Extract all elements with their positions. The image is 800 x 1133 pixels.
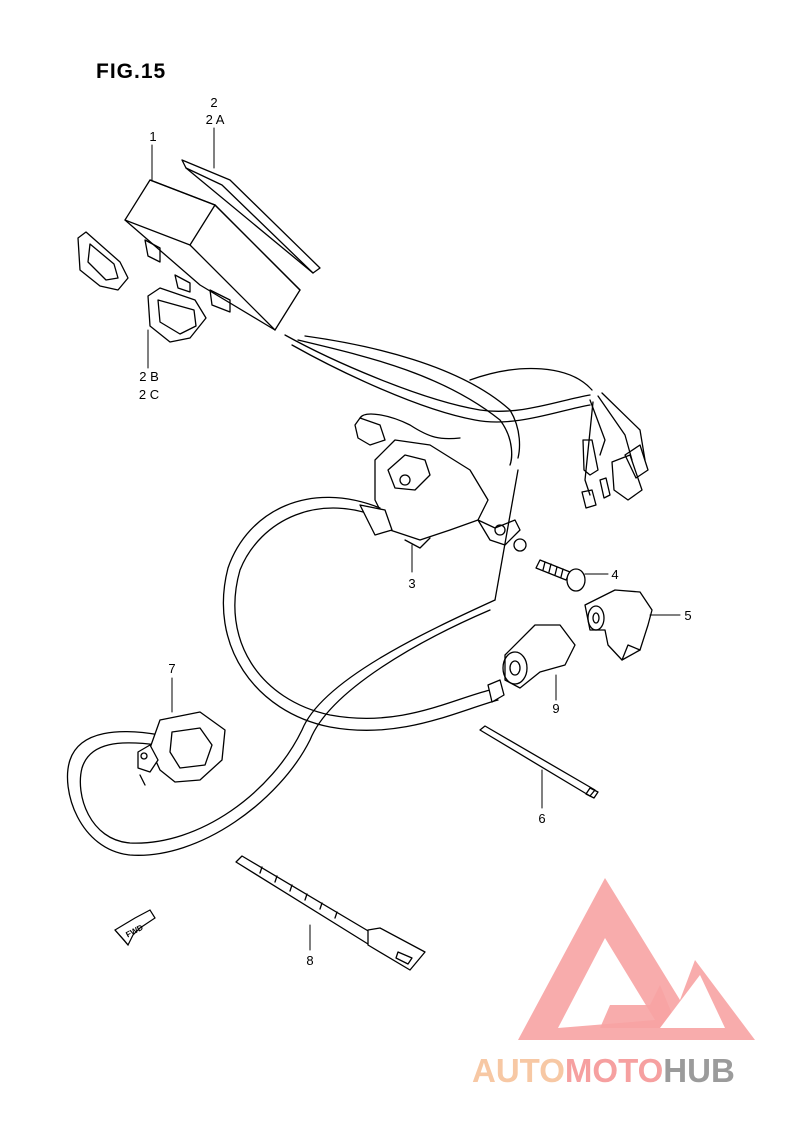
fwd-arrow-icon: FWD — [114, 909, 156, 947]
callout-2: 2 — [210, 95, 218, 110]
callout-9: 9 — [552, 701, 560, 716]
callout-2c: 2 C — [138, 387, 160, 402]
watermark-moto: MOTO — [564, 1052, 664, 1089]
watermark-logo — [518, 878, 755, 1040]
bracket-part-2b — [77, 231, 207, 343]
callout-5: 5 — [684, 608, 692, 623]
watermark-text: AUTOMOTOHUB — [472, 1052, 735, 1090]
high-tension-cord — [222, 496, 505, 731]
watermark-hub: HUB — [663, 1052, 735, 1089]
screw-part-4 — [535, 559, 586, 592]
callout-3: 3 — [408, 576, 416, 591]
watermark-auto: AUTO — [472, 1052, 565, 1089]
plug-cap-part-5 — [584, 589, 653, 661]
boot-seal-part-9 — [502, 624, 576, 689]
callout-6: 6 — [538, 811, 546, 826]
figure-title: FIG.15 — [96, 60, 167, 83]
callout-7: 7 — [168, 661, 176, 676]
wire-harness — [284, 334, 649, 509]
callout-4: 4 — [611, 567, 619, 582]
callout-1: 1 — [149, 129, 157, 144]
callout-8: 8 — [306, 953, 314, 968]
pad-plate-part-2 — [181, 159, 321, 274]
cable-tie-part-8 — [235, 855, 426, 971]
switch-part-7 — [137, 711, 226, 786]
callout-2a: 2 A — [205, 112, 225, 127]
callout-leaders — [147, 127, 681, 951]
callout-2b: 2 B — [139, 369, 159, 384]
ignition-coil-part-3 — [354, 413, 527, 552]
kill-switch-wire — [66, 469, 519, 856]
cable-tie-part-6 — [479, 725, 599, 799]
cdi-unit-part-1 — [124, 179, 301, 331]
